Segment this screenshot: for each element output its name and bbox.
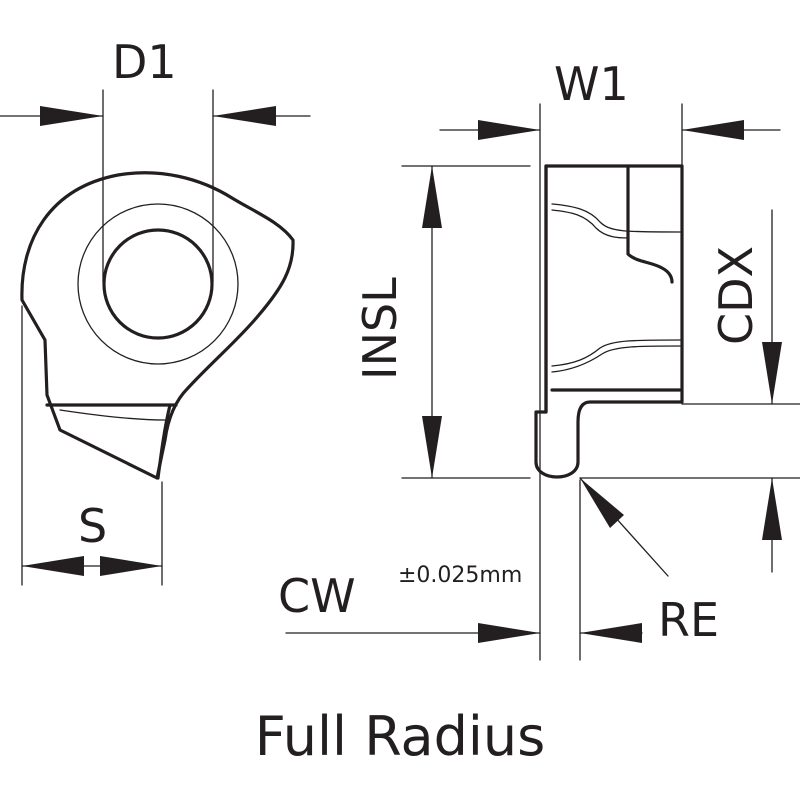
cw-arrow-right <box>580 623 642 643</box>
w1-label: W1 <box>554 57 629 111</box>
w1-arrow-left <box>478 120 540 140</box>
d1-arrow-right <box>213 106 276 126</box>
d1-label: D1 <box>112 35 177 89</box>
insert-side-view <box>534 164 684 479</box>
w1-arrow-right <box>682 120 744 140</box>
side-vertical-step <box>626 164 674 284</box>
s-label: S <box>78 499 107 553</box>
mounting-hole-outer <box>77 203 239 365</box>
re-callout: RE <box>579 477 719 647</box>
s-arrow-right <box>100 556 162 576</box>
re-label: RE <box>658 593 719 647</box>
cdx-label: CDX <box>709 246 763 345</box>
rake-face-curve <box>59 409 166 421</box>
cdx-arrow-bottom <box>762 478 782 540</box>
cdx-arrow-top <box>762 342 782 404</box>
d1-arrow-left <box>40 106 103 126</box>
chipbreaker-upper-2 <box>551 209 629 239</box>
cw-tolerance: ±0.025mm <box>398 563 522 588</box>
flank-edge <box>156 403 172 480</box>
w1-dimension: W1 <box>439 57 781 661</box>
d1-dimension: D1 <box>0 35 311 283</box>
insert-top-view <box>20 171 295 480</box>
chipbreaker-lower <box>551 339 681 367</box>
insl-label: INSL <box>353 277 407 380</box>
insl-arrow-bottom <box>422 416 442 478</box>
cw-arrow-left <box>478 623 540 643</box>
s-dimension: S <box>21 305 163 586</box>
mounting-hole-inner <box>102 228 214 340</box>
cdx-dimension: CDX <box>579 209 800 573</box>
cw-label: CW <box>278 569 356 623</box>
chipbreaker-upper <box>551 203 681 233</box>
insert-top-outline <box>20 171 295 480</box>
insl-dimension: INSL <box>353 165 531 479</box>
s-arrow-left <box>22 556 84 576</box>
side-outline <box>534 164 684 479</box>
cw-dimension: CW ±0.025mm <box>278 479 643 661</box>
chipbreaker-lower-2 <box>551 345 681 373</box>
diagram-title: Full Radius <box>255 705 546 768</box>
insl-arrow-top <box>422 166 442 228</box>
re-arrow <box>580 478 624 528</box>
